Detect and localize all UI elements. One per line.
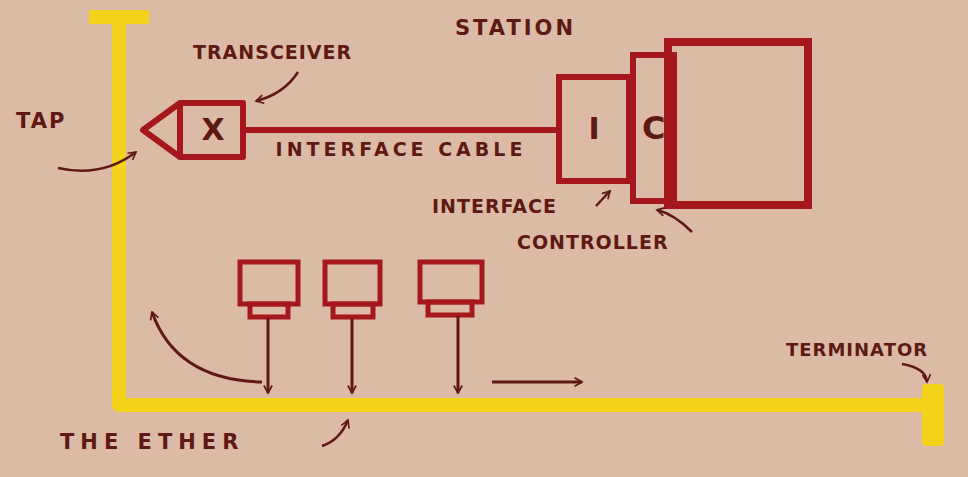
leader-line bbox=[322, 420, 348, 446]
ether-cable bbox=[96, 17, 932, 405]
controller-box: C bbox=[630, 52, 677, 204]
node-text: X bbox=[201, 115, 224, 145]
station-box bbox=[420, 262, 482, 302]
leader-lines bbox=[58, 72, 927, 446]
station-box bbox=[240, 262, 298, 304]
station-box bbox=[325, 262, 380, 304]
stations bbox=[240, 262, 482, 317]
node-text: C bbox=[642, 112, 665, 144]
packet-arrow bbox=[351, 318, 354, 393]
station-computer bbox=[668, 42, 808, 205]
packet-arrow bbox=[267, 318, 270, 393]
part-label: STATION bbox=[455, 17, 576, 40]
terminator bbox=[922, 384, 944, 446]
station-base bbox=[428, 302, 472, 315]
packet-arrow bbox=[457, 316, 460, 393]
interface-box: I bbox=[556, 74, 632, 184]
part-label: THE ETHER bbox=[60, 431, 244, 454]
part-label: CONTROLLER bbox=[517, 232, 669, 253]
part-label: INTERFACE bbox=[432, 196, 557, 217]
leader-line bbox=[58, 152, 136, 171]
part-label: TRANSCEIVER bbox=[193, 42, 352, 63]
transceiver-box: X bbox=[140, 100, 246, 160]
packet-arrow bbox=[152, 312, 262, 382]
part-label: TAP bbox=[16, 110, 66, 133]
leader-line bbox=[657, 210, 692, 232]
transceiver-outline bbox=[143, 103, 243, 157]
station-base bbox=[250, 304, 288, 317]
station-base bbox=[333, 304, 373, 317]
part-label: TERMINATOR bbox=[786, 340, 928, 360]
edge-label: INTERFACE CABLE bbox=[276, 139, 527, 160]
leader-line bbox=[256, 72, 298, 101]
leader-line bbox=[596, 191, 610, 206]
interface-cable bbox=[246, 127, 556, 133]
packet-arrows bbox=[152, 312, 582, 393]
packet-arrow bbox=[492, 381, 582, 384]
node-text: I bbox=[588, 114, 599, 144]
leader-line bbox=[902, 364, 927, 382]
transceiver-outline bbox=[140, 100, 246, 160]
